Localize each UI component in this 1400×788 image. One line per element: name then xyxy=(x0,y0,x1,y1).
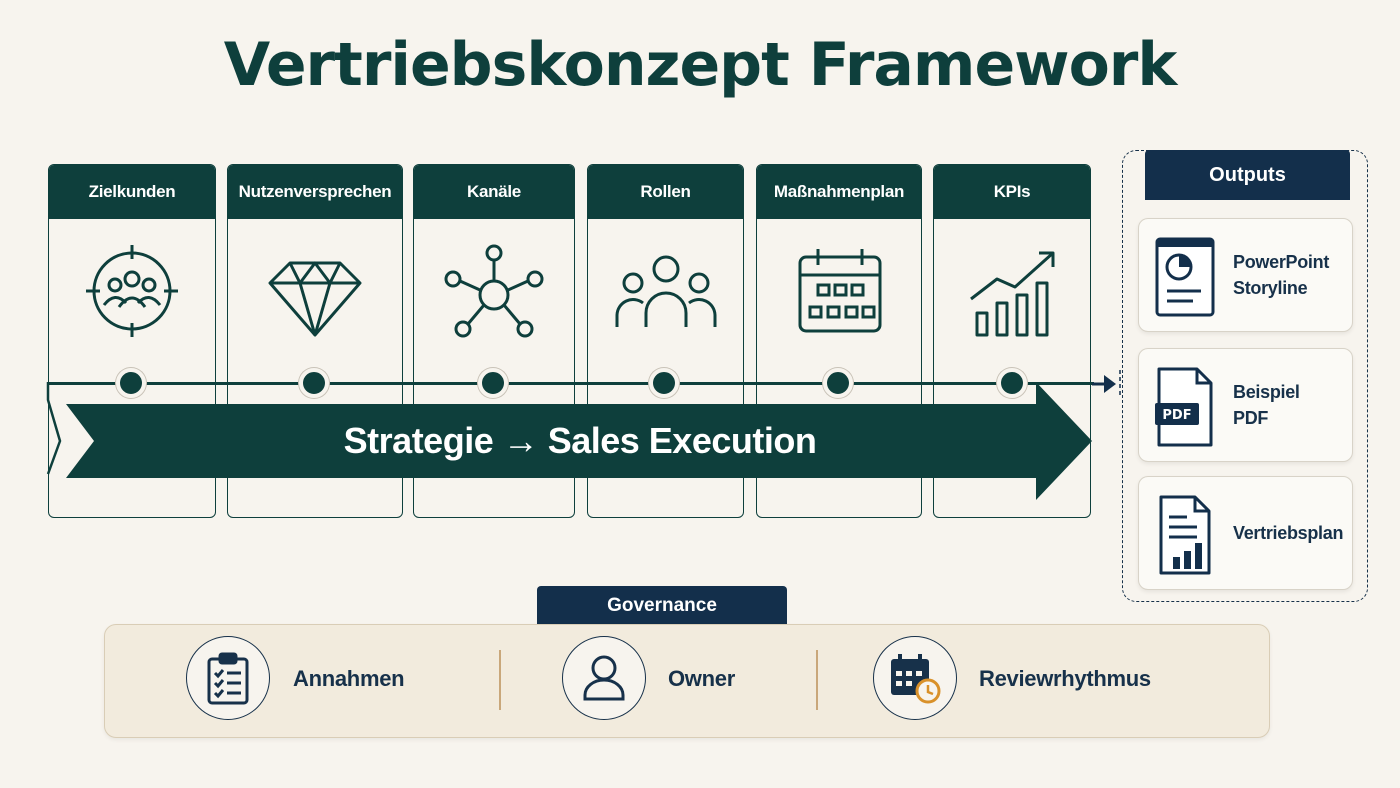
pdf-badge: PDF xyxy=(1162,408,1191,423)
governance-icon-wrap xyxy=(562,636,646,720)
output-card-vertriebsplan[interactable]: Vertriebsplan xyxy=(1138,476,1353,590)
timeline-dot xyxy=(823,368,853,398)
output-label-line1: Vertriebsplan xyxy=(1233,523,1344,543)
step-header: Rollen xyxy=(588,165,743,219)
governance-label-reviewrhythmus: Reviewrhythmus xyxy=(979,666,1151,691)
page-title: Vertriebskonzept Framework xyxy=(223,30,1178,100)
calendar-icon xyxy=(757,243,921,339)
calendar-clock-icon xyxy=(891,654,941,704)
divider xyxy=(499,650,501,710)
governance-icon-wrap xyxy=(873,636,957,720)
pdf-document-icon: PDF xyxy=(1155,367,1213,447)
network-hub-icon xyxy=(414,243,574,339)
plan-document-icon xyxy=(1159,495,1211,575)
timeline-dot xyxy=(997,368,1027,398)
governance-panel xyxy=(104,624,1270,738)
output-card-pdf[interactable]: PDF Beispiel PDF xyxy=(1138,348,1353,462)
step-header: Zielkunden xyxy=(49,165,215,219)
governance-label-annahmen: Annahmen xyxy=(293,666,405,691)
step-header: Maßnahmenplan xyxy=(757,165,921,219)
outputs-title: Outputs xyxy=(1145,150,1350,200)
governance-icon-wrap xyxy=(186,636,270,720)
step-header: Nutzenversprechen xyxy=(228,165,402,219)
timeline-line xyxy=(48,382,1094,385)
output-card-powerpoint[interactable]: PowerPoint Storyline xyxy=(1138,218,1353,332)
checklist-icon xyxy=(207,652,249,705)
person-icon xyxy=(583,655,625,701)
governance-title: Governance xyxy=(537,586,787,626)
arrow-right-icon xyxy=(1092,370,1121,398)
timeline-dot xyxy=(478,368,508,398)
output-label-line1: PowerPoint xyxy=(1233,252,1330,272)
divider xyxy=(816,650,818,710)
governance-label-owner: Owner xyxy=(668,666,735,691)
step-card-zielkunden[interactable]: Zielkunden xyxy=(48,164,216,518)
output-label-line1: Beispiel xyxy=(1233,382,1300,402)
timeline-dot xyxy=(299,368,329,398)
target-group-icon xyxy=(49,243,215,339)
step-header: KPIs xyxy=(934,165,1090,219)
timeline-dot xyxy=(649,368,679,398)
diamond-icon xyxy=(228,243,402,339)
banner-label: Strategie → Sales Execution xyxy=(343,420,817,461)
presentation-icon xyxy=(1155,237,1215,317)
growth-chart-icon xyxy=(934,243,1090,339)
step-header: Kanäle xyxy=(414,165,574,219)
output-label-line2: Storyline xyxy=(1233,278,1308,298)
timeline-dot xyxy=(116,368,146,398)
output-label-line2: PDF xyxy=(1233,408,1269,428)
people-group-icon xyxy=(588,243,743,339)
